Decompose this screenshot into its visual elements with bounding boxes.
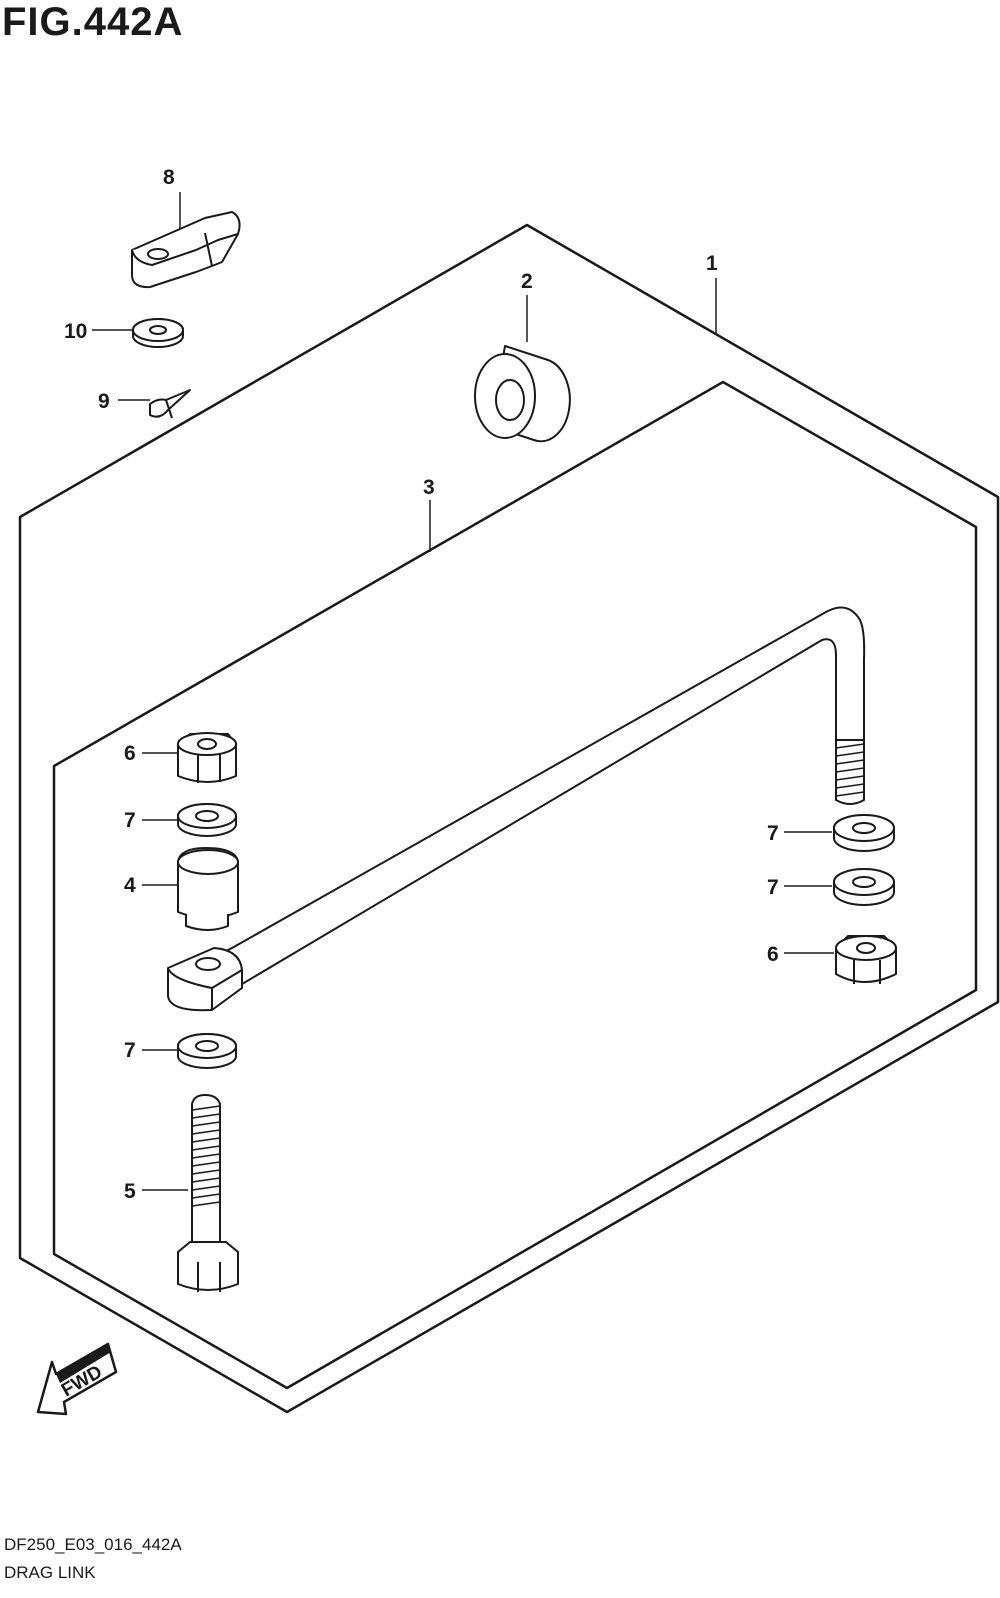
callout-4: 4 bbox=[124, 874, 136, 897]
rod-thread bbox=[835, 743, 865, 797]
figure-name: DRAG LINK bbox=[4, 1563, 96, 1582]
nut-left-part bbox=[177, 732, 237, 783]
bolt-part bbox=[177, 1094, 239, 1292]
bushing-part bbox=[474, 345, 571, 443]
fwd-arrow: FWD bbox=[36, 1342, 118, 1416]
callout-10: 10 bbox=[64, 320, 87, 343]
callout-5: 5 bbox=[124, 1180, 136, 1203]
callout-7d: 7 bbox=[767, 876, 779, 899]
callout-1: 1 bbox=[706, 252, 718, 275]
callout-6a: 6 bbox=[124, 742, 136, 765]
callout-7a: 7 bbox=[124, 809, 136, 832]
washer-right-middle-part bbox=[833, 868, 895, 906]
callout-9: 9 bbox=[98, 390, 110, 413]
callout-3: 3 bbox=[423, 476, 435, 499]
callout-6b: 6 bbox=[767, 943, 779, 966]
washer-part-10 bbox=[132, 318, 184, 348]
callout-7c: 7 bbox=[767, 822, 779, 845]
callout-7b: 7 bbox=[124, 1039, 136, 1062]
figure-title: FIG.442A bbox=[2, 0, 184, 44]
nut-right-part bbox=[835, 935, 897, 984]
washer-left-upper-part bbox=[177, 803, 237, 837]
assembly-outline-inner bbox=[52, 380, 978, 1390]
bolt-thread bbox=[191, 1105, 221, 1207]
callout-2: 2 bbox=[521, 270, 533, 293]
assembly-outline-outer bbox=[18, 223, 1000, 1414]
drag-link-rod-part bbox=[217, 606, 866, 991]
rod-eye-part bbox=[167, 947, 243, 1012]
cotter-pin-part bbox=[149, 389, 191, 419]
washer-left-lower-part bbox=[177, 1033, 237, 1069]
collar-part bbox=[177, 847, 239, 931]
link-end-part bbox=[131, 211, 241, 289]
washer-right-upper-part bbox=[833, 814, 895, 852]
callout-8: 8 bbox=[163, 166, 175, 189]
figure-code: DF250_E03_016_442A bbox=[4, 1535, 182, 1554]
